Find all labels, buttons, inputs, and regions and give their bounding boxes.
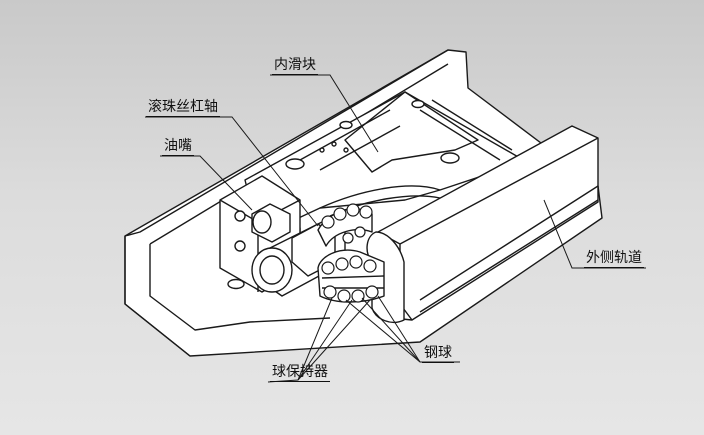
steel-ball	[365, 285, 379, 299]
mounting-hole	[339, 120, 353, 130]
base-frame-rim	[124, 49, 449, 357]
steel-ball	[342, 232, 354, 244]
small-hole	[343, 147, 349, 153]
leader-steel-ball-2	[377, 295, 421, 363]
inner-slider-cover	[344, 91, 479, 173]
small-hole	[331, 141, 337, 147]
mounting-hole	[440, 152, 460, 164]
leader-steel-ball-4	[345, 299, 421, 363]
inner-slider-step	[299, 99, 513, 171]
leader-inner-slider	[270, 74, 379, 153]
mounting-hole	[285, 158, 305, 170]
small-hole	[319, 147, 325, 153]
steel-ball	[359, 205, 373, 219]
leader-steel-ball-3	[361, 297, 421, 363]
steel-ball	[351, 289, 365, 303]
leader-grease-nipple	[160, 155, 253, 211]
steel-ball	[349, 255, 363, 269]
steel-ball	[333, 207, 347, 221]
label-steel-ball: 钢球	[422, 345, 454, 363]
steel-ball	[363, 259, 377, 273]
label-inner-slider: 内滑块	[272, 57, 318, 75]
steel-ball	[346, 203, 360, 217]
steel-ball	[337, 289, 351, 303]
steel-ball	[354, 226, 366, 238]
steel-ball	[335, 257, 349, 271]
label-ball-screw: 滚珠丝杠轴	[146, 99, 220, 117]
label-grease-nipple: 油嘴	[162, 138, 194, 156]
end-cap-screw	[234, 210, 246, 222]
outer-rail-step	[419, 185, 599, 313]
mounting-hole	[227, 278, 245, 290]
leader-outer-rail	[543, 199, 646, 269]
mounting-hole	[411, 99, 425, 109]
ball-screw-end-inner	[259, 255, 285, 285]
leader-ball-retainer-3	[297, 299, 371, 381]
label-outer-rail: 外侧轨道	[584, 250, 644, 268]
steel-ball	[321, 215, 335, 229]
leader-ball-screw	[145, 116, 319, 227]
grease-nipple-cap	[252, 210, 272, 234]
label-ball-retainer: 球保持器	[270, 364, 330, 382]
leader-ball-retainer-2	[297, 299, 353, 381]
outer-rail-face	[366, 231, 405, 324]
steel-ball	[321, 261, 335, 275]
end-cap-screw	[234, 240, 246, 252]
steel-ball	[323, 285, 337, 299]
